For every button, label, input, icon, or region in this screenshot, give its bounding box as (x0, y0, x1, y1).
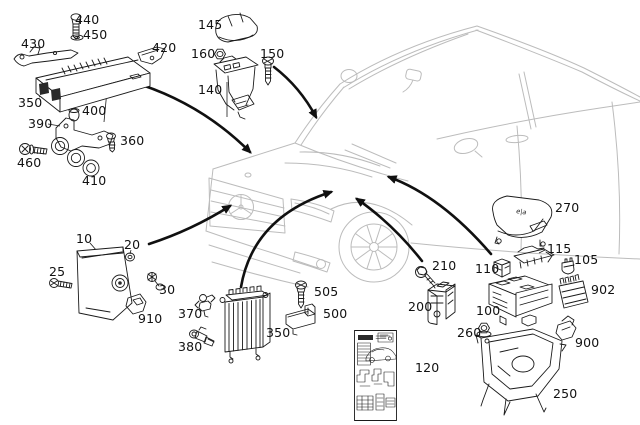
part-450-washer-drawing (70, 34, 84, 41)
callout-200: 200 (408, 299, 433, 314)
part-150-screw-drawing (262, 56, 274, 86)
part-10-radar-sensor-drawing (76, 246, 133, 321)
part-145-cover-drawing (215, 12, 258, 43)
callout-115: 115 (547, 241, 572, 256)
callout-390: 390 (28, 116, 53, 131)
arrow-to-grille (147, 204, 233, 246)
callout-430: 430 (21, 36, 46, 51)
callout-100: 100 (476, 303, 501, 318)
part-460-screw-drawing (19, 143, 48, 155)
callout-25: 25 (49, 264, 66, 279)
callout-110: 110 (475, 261, 500, 276)
callout-260: 260 (457, 325, 482, 340)
callout-440: 440 (75, 12, 100, 27)
callout-505: 505 (314, 284, 339, 299)
part-270-fuse-box-cover-drawing: e|a (492, 195, 553, 247)
callout-210: 210 (432, 258, 457, 273)
part-505-screw-drawing (295, 280, 307, 309)
callout-150: 150 (260, 46, 285, 61)
part-25-screw-drawing (49, 278, 73, 289)
callout-360: 360 (120, 133, 145, 148)
part-440-bolt-drawing (70, 13, 82, 40)
callout-350-lower: 350 (266, 325, 291, 340)
part-350-control-unit-lower-drawing (219, 285, 271, 364)
arrow-to-cowl (272, 65, 318, 120)
callout-420: 420 (152, 40, 177, 55)
callout-500: 500 (323, 306, 348, 321)
callout-160: 160 (191, 46, 216, 61)
part-360-screw-drawing (106, 132, 116, 153)
arrow-from-fuse-box (386, 175, 493, 256)
part-110-relay-drawing (493, 258, 511, 278)
callout-10: 10 (76, 231, 93, 246)
callout-902: 902 (591, 282, 616, 297)
callout-450: 450 (83, 27, 108, 42)
part-380-sensor-drawing (189, 326, 215, 347)
part-200-control-module-drawing (427, 281, 456, 325)
part-140-bracket-assembly-drawing (213, 55, 259, 120)
callout-460: 460 (17, 155, 42, 170)
callout-270: 270 (555, 200, 580, 215)
part-120-diagram-card-drawing (354, 330, 397, 421)
part-370-clip-drawing (194, 294, 216, 318)
callout-410: 410 (82, 173, 107, 188)
callout-30: 30 (159, 282, 176, 297)
part-115-relay-carrier-drawing (513, 245, 555, 269)
part-902-terminal-strip-drawing (558, 274, 589, 309)
callout-910: 910 (138, 311, 163, 326)
part-400-bracket-drawing (55, 108, 114, 152)
callout-900: 900 (575, 335, 600, 350)
arrow-from-module-200 (354, 197, 424, 263)
location-arrows (140, 65, 493, 289)
part-900-connector-drawing (555, 315, 577, 341)
part-430-bracket-drawing (13, 46, 79, 67)
callout-140: 140 (198, 82, 223, 97)
callout-145: 145 (198, 17, 223, 32)
callout-350-top: 350 (18, 95, 43, 110)
part-210-bolt-drawing (415, 266, 436, 289)
part-410-rubber-mounts-drawing (51, 137, 100, 177)
part-260-nut-drawing (476, 322, 492, 338)
callout-120: 120 (415, 360, 440, 375)
callout-250: 250 (553, 386, 578, 401)
callout-105: 105 (574, 252, 599, 267)
part-420-bracket-drawing (137, 46, 166, 65)
callout-400: 400 (82, 103, 107, 118)
cover-marking-text: e|a (516, 207, 527, 216)
callout-370: 370 (178, 306, 203, 321)
part-20-grommet-drawing (125, 252, 135, 262)
part-910-connector-drawing (125, 293, 147, 315)
part-100-fuse-box-drawing (488, 275, 553, 327)
part-160-nut-drawing (214, 48, 226, 60)
arrow-to-hood-left (140, 83, 252, 154)
arrow-from-lower-ecu (239, 190, 334, 289)
part-105-fuse-drawing (561, 257, 575, 275)
part-500-sensor-drawing (285, 303, 316, 336)
part-250-equipment-carrier-drawing (475, 328, 567, 416)
part-30-clip-drawing (147, 272, 165, 291)
callout-380: 380 (178, 339, 203, 354)
part-350-control-unit-top-drawing (35, 56, 151, 113)
callout-20: 20 (124, 237, 141, 252)
